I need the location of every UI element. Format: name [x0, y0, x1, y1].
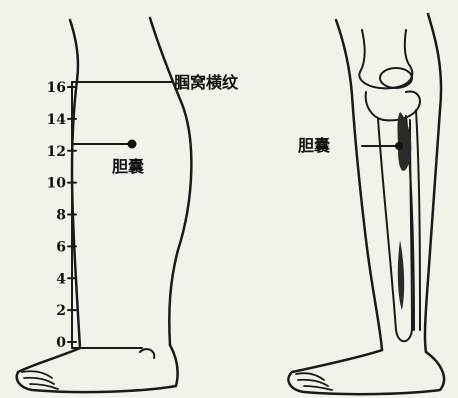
- scale-tick-label: 0: [56, 335, 66, 351]
- acupoint-dot-left: [128, 140, 137, 149]
- patella: [380, 68, 412, 88]
- scale-tick-label: 10: [47, 176, 67, 192]
- label-acupoint-left: 胆囊: [112, 157, 145, 176]
- scale-tick-label: 4: [56, 271, 66, 287]
- lower-shaft-shading: [398, 240, 404, 310]
- scale-tick-label: 8: [56, 208, 66, 224]
- scale-tick-label: 2: [56, 303, 66, 319]
- right-leg-outline: [288, 14, 444, 394]
- left-leg-outline: [17, 18, 192, 392]
- label-popliteal-crease: 腘窝横纹: [174, 73, 239, 92]
- label-acupoint-right: 胆囊: [298, 136, 331, 155]
- scale-tick-label: 16: [47, 80, 66, 96]
- acupoint-dot-right: [395, 142, 403, 150]
- right-leg-bones: [359, 30, 420, 341]
- scale-tick-label: 12: [47, 144, 66, 160]
- left-scale: 16 14 12 10 8 6 4 2 0: [47, 80, 172, 351]
- scale-tick-label: 6: [56, 239, 66, 255]
- scale-tick-label: 14: [47, 112, 67, 128]
